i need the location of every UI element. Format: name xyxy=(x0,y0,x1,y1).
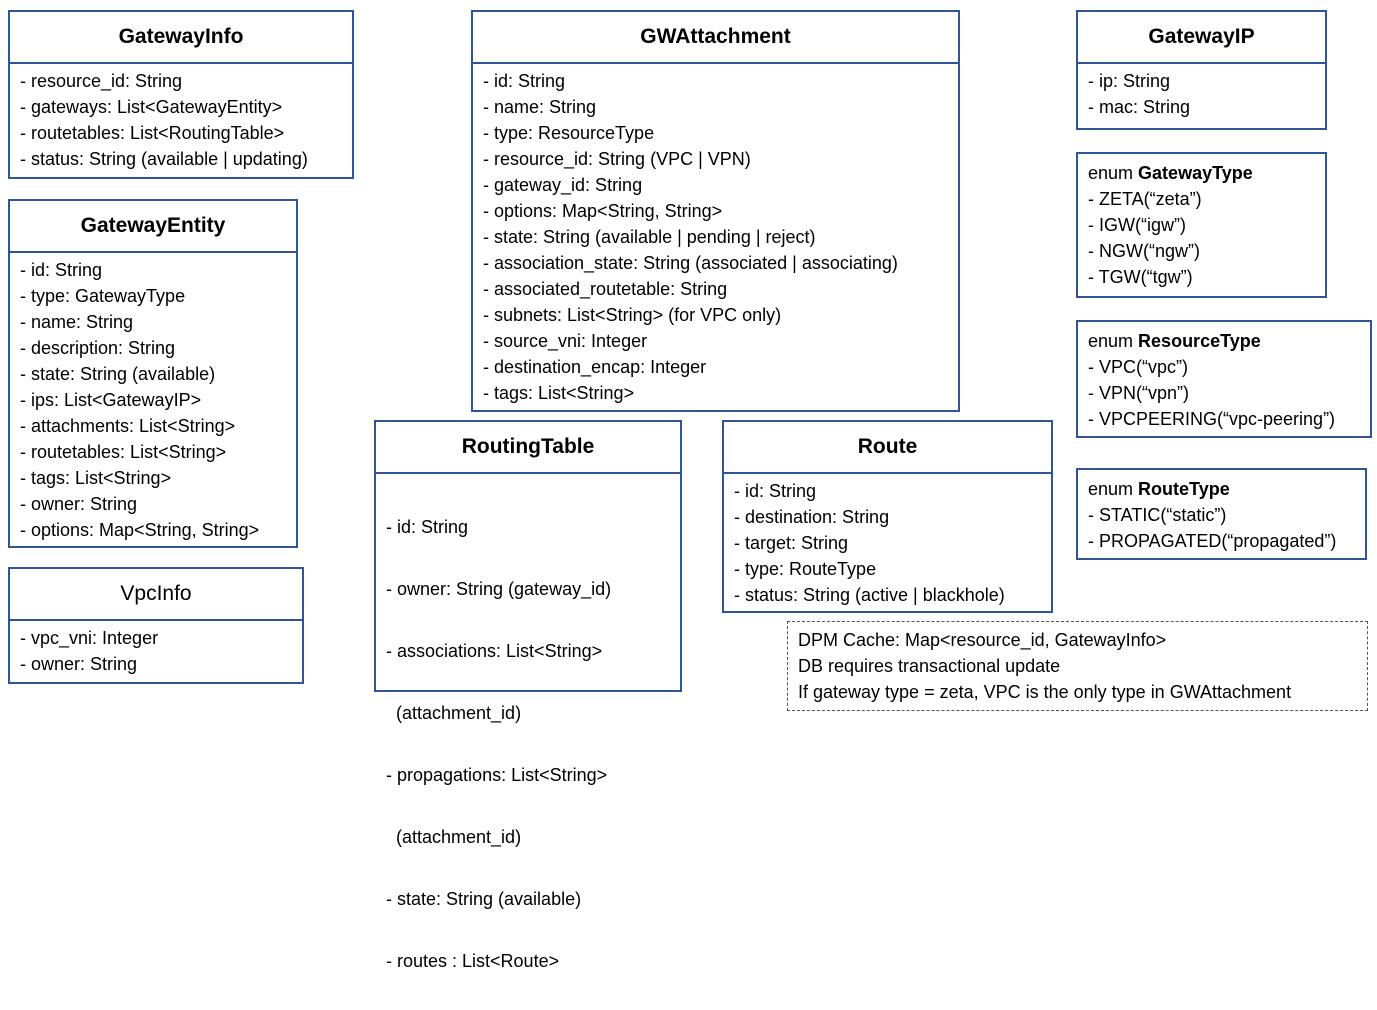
attribute: (attachment_id) xyxy=(386,703,522,723)
attribute: - state: String (available) xyxy=(20,364,216,384)
enum-header: enum RouteType xyxy=(1088,476,1365,502)
enum-value: - ZETA(“zeta”) xyxy=(1088,189,1202,209)
class-gateway-info: GatewayInfo - resource_id: String - gate… xyxy=(8,10,354,179)
attribute: - owner: String xyxy=(20,494,138,514)
attribute: - owner: String xyxy=(20,654,138,674)
attribute: - association_state: String (associated … xyxy=(483,253,898,273)
attribute: - description: String xyxy=(20,338,176,358)
class-title: GatewayIP xyxy=(1078,12,1325,64)
attribute: - owner: String (gateway_id) xyxy=(386,579,612,599)
enum-value-list: - VPC(“vpc”) - VPN(“vpn”) - VPCPEERING(“… xyxy=(1088,354,1370,432)
class-gateway-ip: GatewayIP - ip: String - mac: String xyxy=(1076,10,1327,130)
attribute: - target: String xyxy=(734,533,849,553)
class-vpc-info: VpcInfo - vpc_vni: Integer - owner: Stri… xyxy=(8,567,304,684)
attribute: - options: Map<String, String> xyxy=(483,201,723,221)
attribute: - gateway_id: String xyxy=(483,175,643,195)
enum-value-list: - ZETA(“zeta”) - IGW(“igw”) - NGW(“ngw”)… xyxy=(1088,186,1325,290)
class-routing-table: RoutingTable - id: String - owner: Strin… xyxy=(374,420,682,971)
class-title: RoutingTable xyxy=(376,422,680,474)
attribute: - resource_id: String (VPC | VPN) xyxy=(483,149,751,169)
attribute: - destination: String xyxy=(734,507,890,527)
attribute: - destination_encap: Integer xyxy=(483,357,707,377)
attribute-list: - vpc_vni: Integer - owner: String xyxy=(10,621,302,677)
attribute: - type: ResourceType xyxy=(483,123,655,143)
enum-header: enum ResourceType xyxy=(1088,328,1370,354)
enum-value: - STATIC(“static”) xyxy=(1088,505,1227,525)
enum-value: - VPCPEERING(“vpc-peering”) xyxy=(1088,409,1336,429)
attribute: - subnets: List<String> (for VPC only) xyxy=(483,305,782,325)
attribute: - vpc_vni: Integer xyxy=(20,628,159,648)
attribute: - name: String xyxy=(483,97,597,117)
attribute: - ip: String xyxy=(1088,71,1171,91)
enum-header: enum GatewayType xyxy=(1088,160,1325,186)
enum-keyword: enum xyxy=(1088,331,1134,351)
enum-gateway-type: enum GatewayType - ZETA(“zeta”) - IGW(“i… xyxy=(1076,152,1327,298)
attribute: - status: String (active | blackhole) xyxy=(734,585,1005,605)
attribute: - routetables: List<String> xyxy=(20,442,227,462)
class-route: Route - id: String - destination: String… xyxy=(722,420,1053,613)
attribute: - tags: List<String> xyxy=(483,383,635,403)
note-line: DPM Cache: Map<resource_id, GatewayInfo> xyxy=(798,630,1167,650)
attribute: - id: String xyxy=(386,517,469,537)
attribute: - associations: List<String> xyxy=(386,641,603,661)
attribute: - id: String xyxy=(734,481,817,501)
attribute: - type: RouteType xyxy=(734,559,877,579)
note-line: DB requires transactional update xyxy=(798,656,1061,676)
attribute: - name: String xyxy=(20,312,134,332)
class-gateway-entity: GatewayEntity - id: String - type: Gatew… xyxy=(8,199,298,548)
enum-name: ResourceType xyxy=(1138,331,1261,351)
attribute-list: - id: String - name: String - type: Reso… xyxy=(473,64,958,406)
attribute: - routes : List<Route> xyxy=(386,951,560,971)
class-title: GatewayEntity xyxy=(10,201,296,253)
class-title: Route xyxy=(724,422,1051,474)
enum-keyword: enum xyxy=(1088,479,1134,499)
attribute: - status: String (available | updating) xyxy=(20,149,308,169)
enum-value: - TGW(“tgw”) xyxy=(1088,267,1193,287)
attribute: - state: String (available | pending | r… xyxy=(483,227,816,247)
attribute-list: - resource_id: String - gateways: List<G… xyxy=(10,64,352,172)
class-title: GatewayInfo xyxy=(10,12,352,64)
attribute: - tags: List<String> xyxy=(20,468,172,488)
attribute: - options: Map<String, String> xyxy=(20,520,260,540)
attribute: - gateways: List<GatewayEntity> xyxy=(20,97,283,117)
enum-name: RouteType xyxy=(1138,479,1230,499)
attribute: - routetables: List<RoutingTable> xyxy=(20,123,285,143)
enum-value: - NGW(“ngw”) xyxy=(1088,241,1200,261)
note-line: If gateway type = zeta, VPC is the only … xyxy=(798,682,1292,702)
enum-route-type: enum RouteType - STATIC(“static”) - PROP… xyxy=(1076,468,1367,560)
class-title: GWAttachment xyxy=(473,12,958,64)
note-box: DPM Cache: Map<resource_id, GatewayInfo>… xyxy=(787,621,1368,711)
attribute: - id: String xyxy=(20,260,103,280)
attribute: - state: String (available) xyxy=(386,889,582,909)
enum-resource-type: enum ResourceType - VPC(“vpc”) - VPN(“vp… xyxy=(1076,320,1372,438)
attribute: - propagations: List<String> xyxy=(386,765,608,785)
attribute-list: - id: String - type: GatewayType - name:… xyxy=(10,253,296,543)
attribute: - id: String xyxy=(483,71,566,91)
enum-value: - IGW(“igw”) xyxy=(1088,215,1186,235)
attribute: - type: GatewayType xyxy=(20,286,186,306)
enum-keyword: enum xyxy=(1088,163,1134,183)
attribute: - ips: List<GatewayIP> xyxy=(20,390,202,410)
enum-name: GatewayType xyxy=(1138,163,1253,183)
enum-value-list: - STATIC(“static”) - PROPAGATED(“propaga… xyxy=(1088,502,1365,554)
attribute: - associated_routetable: String xyxy=(483,279,728,299)
attribute-list: - id: String - owner: String (gateway_id… xyxy=(376,474,680,1010)
attribute: - resource_id: String xyxy=(20,71,183,91)
attribute: - attachments: List<String> xyxy=(20,416,236,436)
enum-value: - PROPAGATED(“propagated”) xyxy=(1088,531,1337,551)
class-title: VpcInfo xyxy=(10,569,302,621)
enum-value: - VPC(“vpc”) xyxy=(1088,357,1188,377)
attribute-list: - id: String - destination: String - tar… xyxy=(724,474,1051,608)
attribute-list: - ip: String - mac: String xyxy=(1078,64,1325,120)
enum-value: - VPN(“vpn”) xyxy=(1088,383,1190,403)
attribute: - mac: String xyxy=(1088,97,1191,117)
class-gw-attachment: GWAttachment - id: String - name: String… xyxy=(471,10,960,412)
attribute: - source_vni: Integer xyxy=(483,331,648,351)
attribute: (attachment_id) xyxy=(386,827,522,847)
